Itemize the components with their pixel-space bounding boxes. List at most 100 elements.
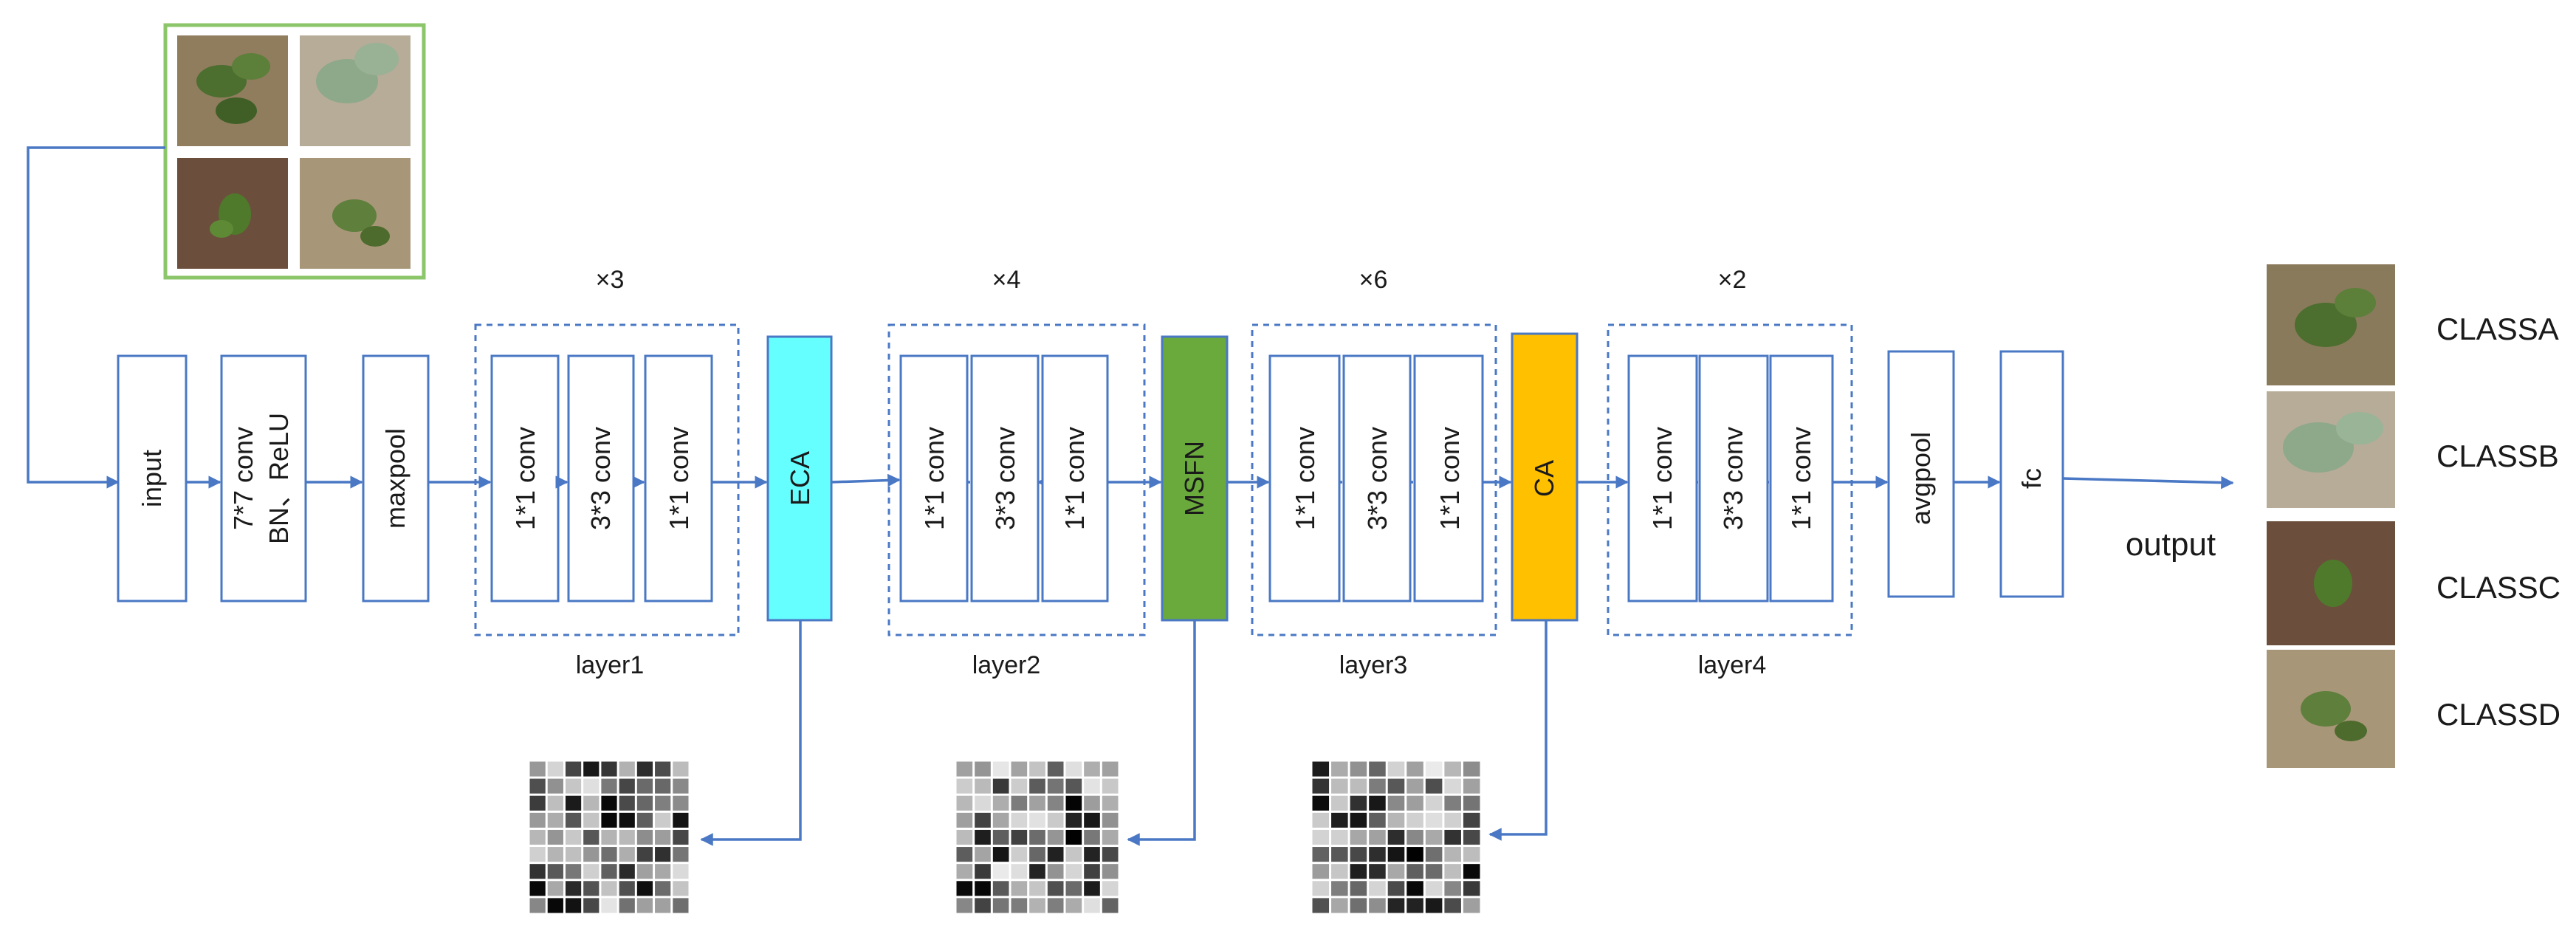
stem-block: 7*7 conv BN、ReLU [220,354,307,602]
feature-map-cell [1387,898,1405,913]
feature-map-cell [673,898,689,913]
ca-branch-line [1488,620,1548,841]
input-block: input [117,354,188,602]
feature-map-cell [1407,864,1423,879]
fc-block: fc [1999,350,2064,598]
feature-map-cell [636,881,653,896]
feature-map-cell [1331,761,1348,777]
sample-image-b [300,35,411,146]
feature-map-cell [992,795,1009,811]
feature-map-cell [1029,795,1045,811]
stem-label-2: BN、ReLU [264,413,294,544]
feature-map-cell [636,898,653,913]
feature-map-cell [583,864,600,879]
feature-map-cell [1407,829,1423,845]
feature-map-cell [975,898,991,913]
eca-branch-line [700,620,802,846]
feature-map-cell [1084,761,1100,777]
feature-map-cell [1387,761,1405,777]
feature-map-cell [1387,778,1405,794]
layer2-repeat: ×4 [992,266,1021,294]
feature-map-cell [583,761,600,777]
feature-map-cell [1029,829,1045,845]
class-label-a: CLASSA [2436,312,2559,346]
feature-map-cell [992,881,1009,896]
feature-map-cell [1350,829,1367,845]
feature-map-cell [1312,812,1330,828]
feature-map-cell [1047,829,1064,845]
avgpool-block: avgpool [1887,350,1955,598]
feature-map-cell [601,778,617,794]
avgpool-label: avgpool [1906,432,1936,525]
feature-map-cell [619,795,635,811]
feature-map-cell [975,761,991,777]
feature-map-cell [956,812,973,828]
layer1-conv-2: 3*3 conv [585,427,616,530]
feature-map-cell [1011,778,1028,794]
feature-map-cell [1425,847,1443,862]
feature-map-cell [529,795,546,811]
feature-map-cell [1463,864,1480,879]
feature-map-cell [583,881,600,896]
feature-map-cell [1331,795,1348,811]
feature-map-cell [1011,881,1028,896]
feature-map-cell [1425,795,1443,811]
feature-map-cell [1331,778,1348,794]
feature-map-cell [673,881,689,896]
feature-map-cell [1407,795,1423,811]
layer1-repeat: ×3 [596,266,625,294]
feature-map-cell [1065,795,1082,811]
feature-map-cell [1350,761,1367,777]
feature-map-cell [1463,881,1480,896]
feature-map-cell [1065,847,1082,862]
fc-label: fc [2016,468,2047,489]
feature-map-cell [1369,812,1386,828]
feature-map-cell [1029,898,1045,913]
feature-map-cell [1463,898,1480,913]
feature-map-cell [529,829,546,845]
layer3-conv-1: 1*1 conv [1290,427,1320,530]
feature-map-cell [1029,864,1045,879]
feature-map-cell [583,778,600,794]
feature-map-cell [992,898,1009,913]
feature-map-cell [1047,881,1064,896]
feature-map-cell [1331,812,1348,828]
feature-map-cell [975,812,991,828]
msfn-feature-map [956,761,1119,913]
feature-map-cell [1084,829,1100,845]
feature-map-cell [1444,881,1461,896]
feature-map-cell [1387,864,1405,879]
feature-map-cell [1065,829,1082,845]
feature-map-cell [1425,812,1443,828]
feature-map-cell [636,795,653,811]
feature-map-cell [1425,761,1443,777]
feature-map-cell [1387,795,1405,811]
feature-map-cell [1350,898,1367,913]
feature-map-cell [619,761,635,777]
input-label: input [137,450,167,507]
feature-map-cell [1387,829,1405,845]
feature-map-cell [601,761,617,777]
feature-map-cell [529,864,546,879]
feature-map-cell [1350,864,1367,879]
layer1-conv-3: 1*1 conv [664,427,694,530]
feature-map-cell [565,847,582,862]
feature-map-cell [1425,898,1443,913]
ca-block: CA [1511,332,1579,622]
feature-map-cell [1102,829,1119,845]
feature-map-cell [975,847,991,862]
eca-label: ECA [785,451,815,506]
feature-map-cell [1047,778,1064,794]
feature-map-cell [1011,864,1028,879]
feature-map-cell [1102,864,1119,879]
feature-map-cell [1425,778,1443,794]
feature-map-cell [565,812,582,828]
feature-map-cell [1029,778,1045,794]
feature-map-cell [529,881,546,896]
layer3-repeat: ×6 [1359,266,1388,294]
feature-map-cell [655,864,671,879]
feature-map-cell [601,881,617,896]
feature-map-cell [1312,881,1330,896]
feature-map-cell [565,864,582,879]
feature-map-cell [992,864,1009,879]
